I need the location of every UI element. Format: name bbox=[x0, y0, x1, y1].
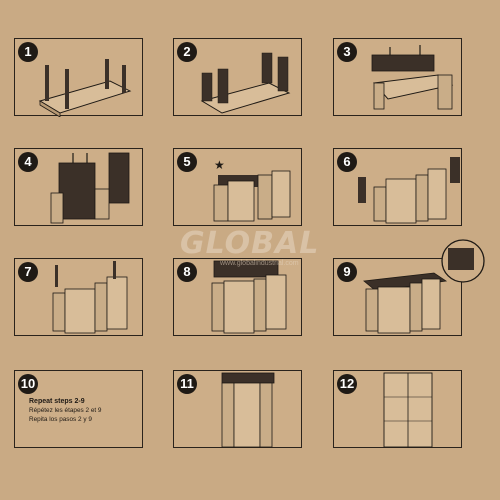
step-number-9: 9 bbox=[337, 262, 357, 282]
step-5-illustration: ★ bbox=[213, 158, 291, 222]
step-number-7: 7 bbox=[18, 262, 38, 282]
step-number-12: 12 bbox=[337, 374, 357, 394]
step-panel-12: 12 bbox=[333, 370, 462, 448]
step-panel-3: 3 bbox=[333, 38, 462, 116]
step-panel-9: 9 bbox=[333, 258, 462, 336]
step-number-6: 6 bbox=[337, 152, 357, 172]
step-number-2: 2 bbox=[177, 42, 197, 62]
step-12-illustration bbox=[383, 372, 433, 448]
step-10-line-en: Repeat steps 2-9 bbox=[29, 398, 85, 405]
step-panel-10: 10 Repeat steps 2-9 Répétez les étapes 2… bbox=[14, 370, 143, 448]
step-1-illustration bbox=[38, 59, 132, 117]
step-panel-7: 7 bbox=[14, 258, 143, 336]
detail-zoom-circle bbox=[441, 239, 485, 283]
step-8-illustration bbox=[211, 260, 287, 334]
step-10-line-fr: Répétez les étapes 2 et 9 bbox=[29, 407, 102, 414]
step-10-instructions: Repeat steps 2-9 Répétez les étapes 2 et… bbox=[29, 397, 141, 424]
step-number-11: 11 bbox=[177, 374, 197, 394]
step-3-illustration bbox=[371, 45, 454, 110]
step-number-3: 3 bbox=[337, 42, 357, 62]
star-icon: ★ bbox=[214, 158, 225, 172]
step-4-illustration bbox=[50, 152, 130, 224]
step-11-illustration bbox=[221, 372, 275, 448]
watermark-main: GLOBAL bbox=[180, 226, 320, 261]
step-panel-8: 8 bbox=[173, 258, 302, 336]
step-panel-11: 11 bbox=[173, 370, 302, 448]
step-10-line-es: Repita los pasos 2 y 9 bbox=[29, 416, 92, 423]
step-9-illustration bbox=[363, 272, 448, 334]
step-number-1: 1 bbox=[18, 42, 38, 62]
step-panel-4: 4 bbox=[14, 148, 143, 226]
step-7-illustration bbox=[52, 261, 128, 334]
step-number-5: 5 bbox=[177, 152, 197, 172]
step-panel-1: 1 bbox=[14, 38, 143, 117]
step-number-8: 8 bbox=[177, 262, 197, 282]
step-2-illustration bbox=[200, 52, 291, 114]
step-6-illustration bbox=[358, 157, 460, 224]
step-number-10: 10 bbox=[18, 374, 38, 394]
step-panel-2: 2 bbox=[173, 38, 302, 116]
step-panel-6: 6 bbox=[333, 148, 462, 226]
step-panel-5: 5 ★ bbox=[173, 148, 302, 226]
step-number-4: 4 bbox=[18, 152, 38, 172]
